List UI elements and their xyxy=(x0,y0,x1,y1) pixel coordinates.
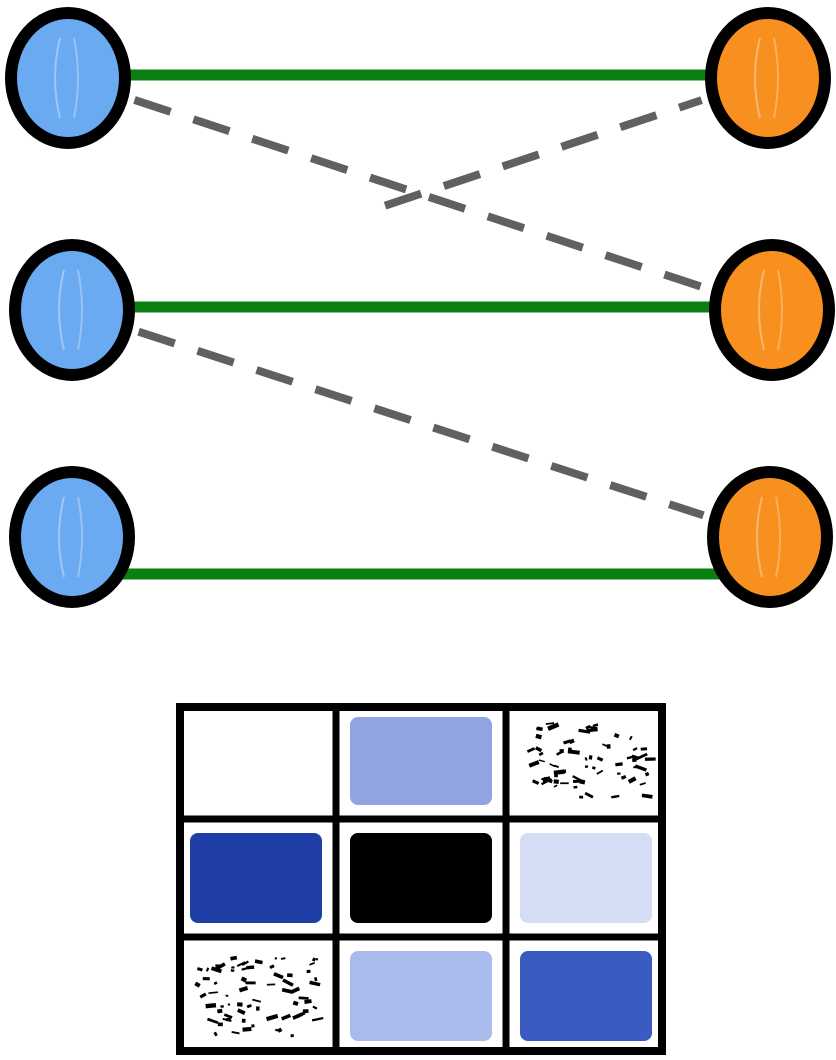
matrix-grid xyxy=(176,703,666,1055)
node-r3 xyxy=(707,466,833,608)
matrix-cell-r3-c3 xyxy=(520,951,652,1041)
matrix-cell-r3-c2 xyxy=(350,951,492,1041)
matrix-cell-r2-c2 xyxy=(350,833,492,923)
matrix-cell-r2-c1 xyxy=(190,833,322,923)
node-l3 xyxy=(9,466,135,608)
node-l2 xyxy=(9,239,135,381)
nodes-layer xyxy=(5,7,835,608)
node-r2 xyxy=(709,239,835,381)
matrix-border xyxy=(176,703,666,1055)
edge-dashed-l2-r1 xyxy=(383,96,703,210)
bipartite-graph xyxy=(5,7,835,608)
edges-layer xyxy=(118,69,722,580)
edge-dashed-l2-r3 xyxy=(137,327,705,520)
matrix-cell-r1-c1 xyxy=(184,711,328,811)
node-r1 xyxy=(705,7,831,149)
matrix-cell-r2-c3 xyxy=(520,833,652,923)
matrix-cell-r1-c3 xyxy=(514,711,658,811)
matrix-cells xyxy=(184,711,658,1047)
node-l1 xyxy=(5,7,131,149)
color-matrix xyxy=(176,703,666,1055)
matrix-cell-r3-c1 xyxy=(184,945,328,1047)
edge-dashed-l1-r2 xyxy=(133,96,707,292)
matrix-cell-r1-c2 xyxy=(350,717,492,805)
